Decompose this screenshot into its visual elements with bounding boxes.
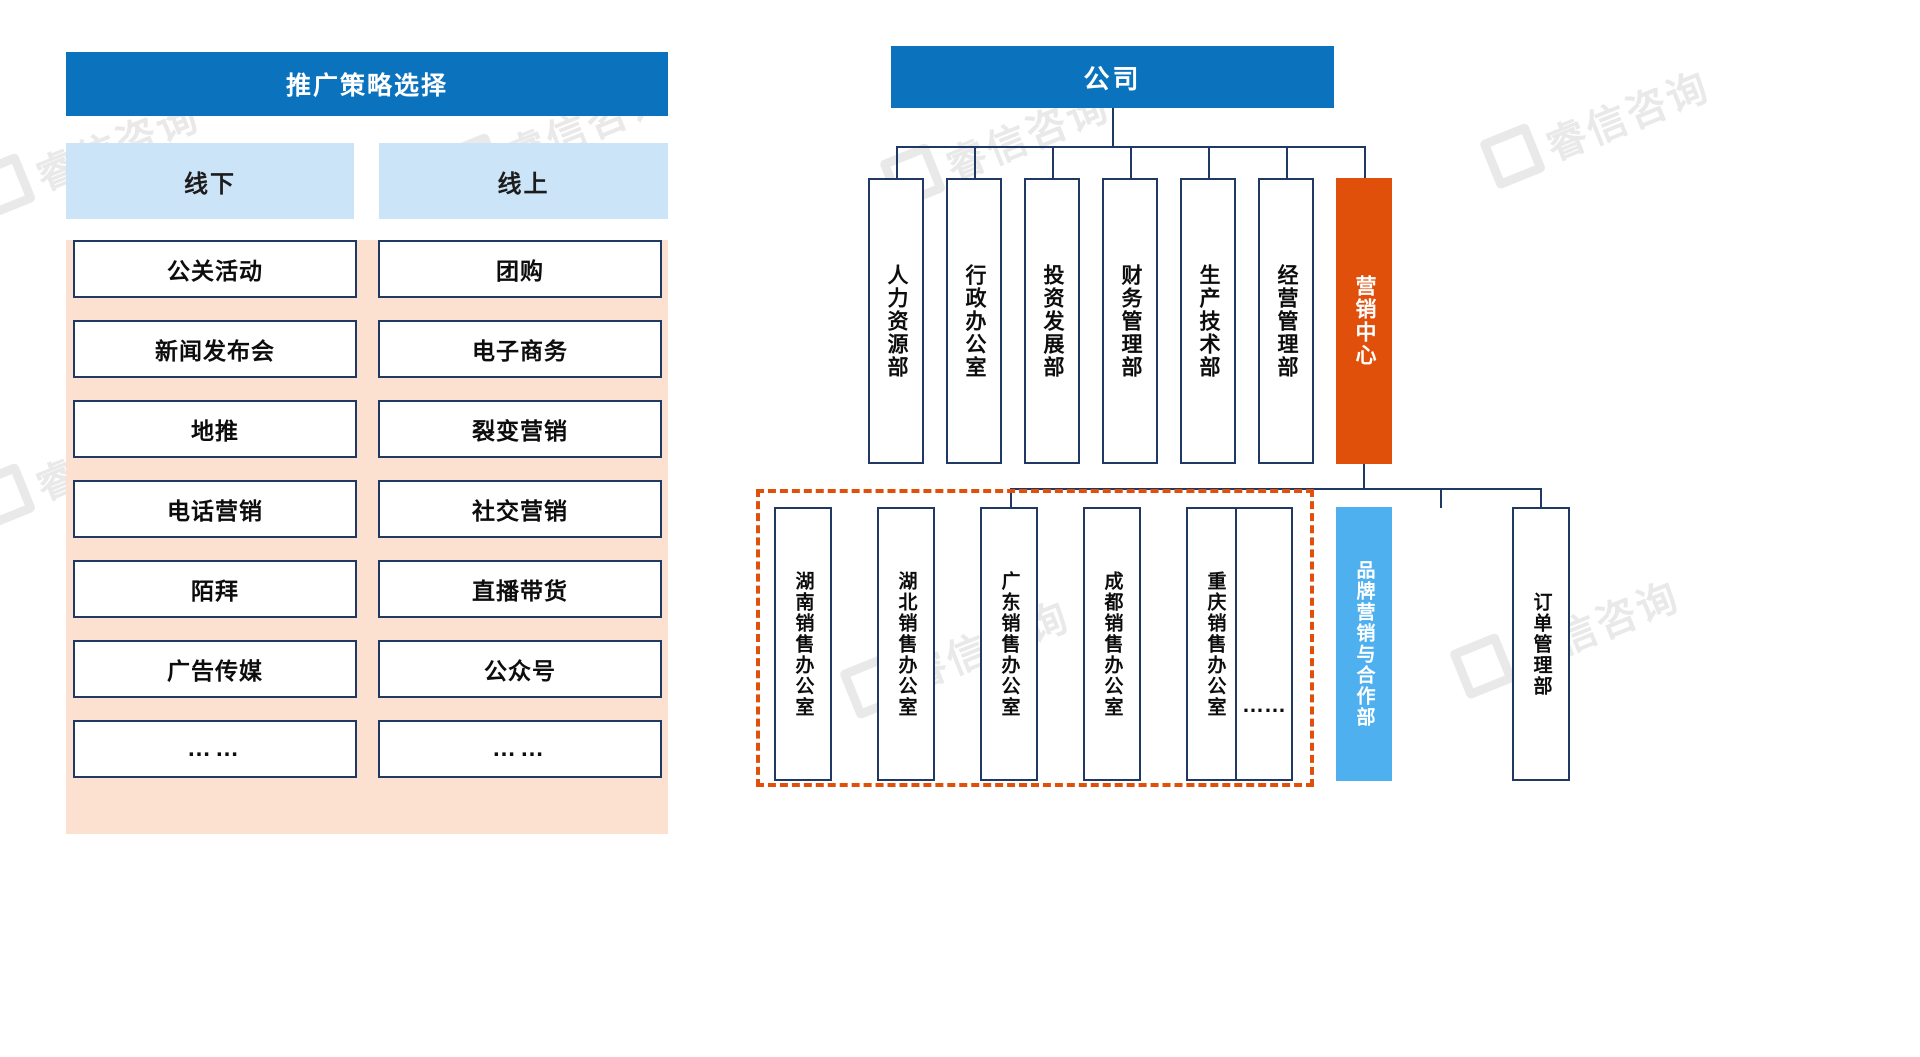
- list-item[interactable]: 公关活动: [73, 240, 357, 298]
- org-node-hr[interactable]: 人力资源部: [868, 178, 924, 464]
- list-item[interactable]: 直播带货: [378, 560, 662, 618]
- org-node-order-management[interactable]: 订单管理部: [1512, 507, 1570, 781]
- offline-strategy-list: 公关活动 新闻发布会 地推 电话营销 陌拜 广告传媒 ……: [73, 240, 357, 800]
- org-node-sales-ellipsis[interactable]: ……: [1235, 507, 1293, 781]
- org-node-hubei-sales[interactable]: 湖北销售办公室: [877, 507, 935, 781]
- org-node-chengdu-sales[interactable]: 成都销售办公室: [1083, 507, 1141, 781]
- connector-line: [1130, 146, 1132, 178]
- list-item[interactable]: 广告传媒: [73, 640, 357, 698]
- org-node-finance[interactable]: 财务管理部: [1102, 178, 1158, 464]
- list-item-ellipsis[interactable]: ……: [378, 720, 662, 778]
- org-node-company[interactable]: 公司: [891, 46, 1334, 108]
- online-strategy-list: 团购 电子商务 裂变营销 社交营销 直播带货 公众号 ……: [378, 240, 662, 800]
- connector-line: [1208, 146, 1210, 178]
- list-item-ellipsis[interactable]: ……: [73, 720, 357, 778]
- connector-line: [1364, 146, 1366, 178]
- list-item[interactable]: 电子商务: [378, 320, 662, 378]
- connector-line: [1010, 488, 1012, 508]
- connector-line: [1440, 488, 1442, 508]
- org-node-marketing-center[interactable]: 营销中心: [1336, 178, 1392, 464]
- connector-line: [1286, 146, 1288, 178]
- connector-line: [974, 146, 976, 178]
- list-item[interactable]: 新闻发布会: [73, 320, 357, 378]
- sales-offices-group-outline: [756, 489, 1314, 787]
- org-node-chongqing-sales[interactable]: 重庆销售办公室: [1186, 507, 1244, 781]
- connector-line: [896, 146, 898, 178]
- connector-line: [1112, 108, 1114, 146]
- list-item[interactable]: 电话营销: [73, 480, 357, 538]
- list-item[interactable]: 团购: [378, 240, 662, 298]
- organization-chart: 公司 人力资源部 行政办公室 投资发展部 财务管理部 生产技术部 经营管理部 营…: [700, 0, 1920, 1057]
- org-node-guangdong-sales[interactable]: 广东销售办公室: [980, 507, 1038, 781]
- connector-line: [1364, 146, 1366, 148]
- org-node-hunan-sales[interactable]: 湖南销售办公室: [774, 507, 832, 781]
- panel-body: 公关活动 新闻发布会 地推 电话营销 陌拜 广告传媒 …… 团购 电子商务 裂变…: [66, 240, 668, 834]
- org-node-brand-marketing[interactable]: 品牌营销与合作部: [1336, 507, 1392, 781]
- connector-line: [1052, 146, 1054, 178]
- list-item[interactable]: 地推: [73, 400, 357, 458]
- org-node-operations[interactable]: 经营管理部: [1258, 178, 1314, 464]
- list-item[interactable]: 陌拜: [73, 560, 357, 618]
- org-node-investment[interactable]: 投资发展部: [1024, 178, 1080, 464]
- list-item[interactable]: 裂变营销: [378, 400, 662, 458]
- promotion-strategy-panel: 推广策略选择 线下 线上 公关活动 新闻发布会 地推 电话营销 陌拜 广告传媒 …: [0, 0, 700, 1057]
- list-item[interactable]: 社交营销: [378, 480, 662, 538]
- list-item[interactable]: 公众号: [378, 640, 662, 698]
- org-node-admin[interactable]: 行政办公室: [946, 178, 1002, 464]
- column-heading-online: 线上: [379, 143, 668, 219]
- panel-title: 推广策略选择: [66, 52, 668, 116]
- org-node-production[interactable]: 生产技术部: [1180, 178, 1236, 464]
- column-heading-offline: 线下: [66, 143, 354, 219]
- connector-line: [1363, 464, 1365, 488]
- connector-line: [1540, 488, 1542, 508]
